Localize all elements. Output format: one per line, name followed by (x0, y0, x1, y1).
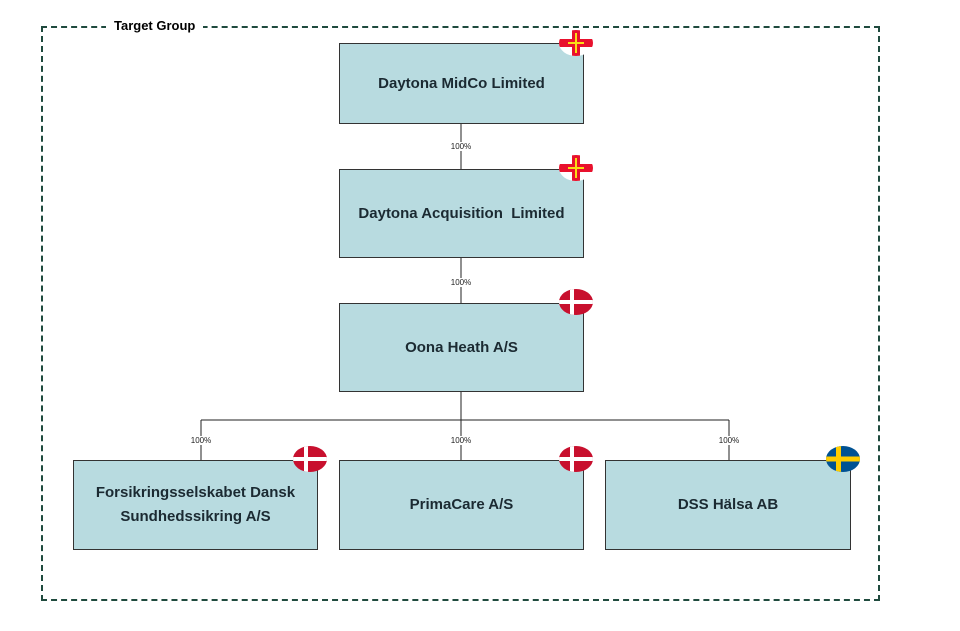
ownership-label: 100% (188, 436, 214, 445)
sweden-flag-icon (826, 446, 860, 472)
entity-box-daytona-midco[interactable]: Daytona MidCo Limited (339, 43, 584, 124)
entity-name: Daytona Acquisition Limited (358, 204, 565, 222)
denmark-flag-icon (559, 289, 593, 315)
guernsey-flag-icon (559, 155, 593, 181)
ownership-label: 100% (448, 278, 474, 287)
ownership-label: 100% (448, 142, 474, 151)
denmark-flag-icon (559, 446, 593, 472)
target-group-frame (41, 26, 880, 601)
entity-box-forsikringsselskabet[interactable]: Forsikringsselskabet Dansk Sundhedssikri… (73, 460, 318, 550)
entity-box-daytona-acquisition[interactable]: Daytona Acquisition Limited (339, 169, 584, 258)
ownership-label: 100% (716, 436, 742, 445)
ownership-label: 100% (448, 436, 474, 445)
entity-name-line2: Sundhedssikring A/S (120, 508, 271, 525)
entity-box-oona-heath[interactable]: Oona Heath A/S (339, 303, 584, 392)
entity-name: Daytona MidCo Limited (378, 74, 545, 92)
guernsey-flag-icon (559, 30, 593, 56)
entity-name-line1: Forsikringsselskabet Dansk (95, 484, 296, 501)
entity-name: DSS Hälsa AB (677, 496, 779, 513)
denmark-flag-icon (293, 446, 327, 472)
entity-name: Oona Heath A/S (405, 338, 518, 356)
target-group-label: Target Group (106, 18, 204, 33)
entity-name: PrimaCare A/S (409, 496, 514, 513)
entity-box-dss-halsa[interactable]: DSS Hälsa AB (605, 460, 851, 550)
entity-box-primacare[interactable]: PrimaCare A/S (339, 460, 584, 550)
